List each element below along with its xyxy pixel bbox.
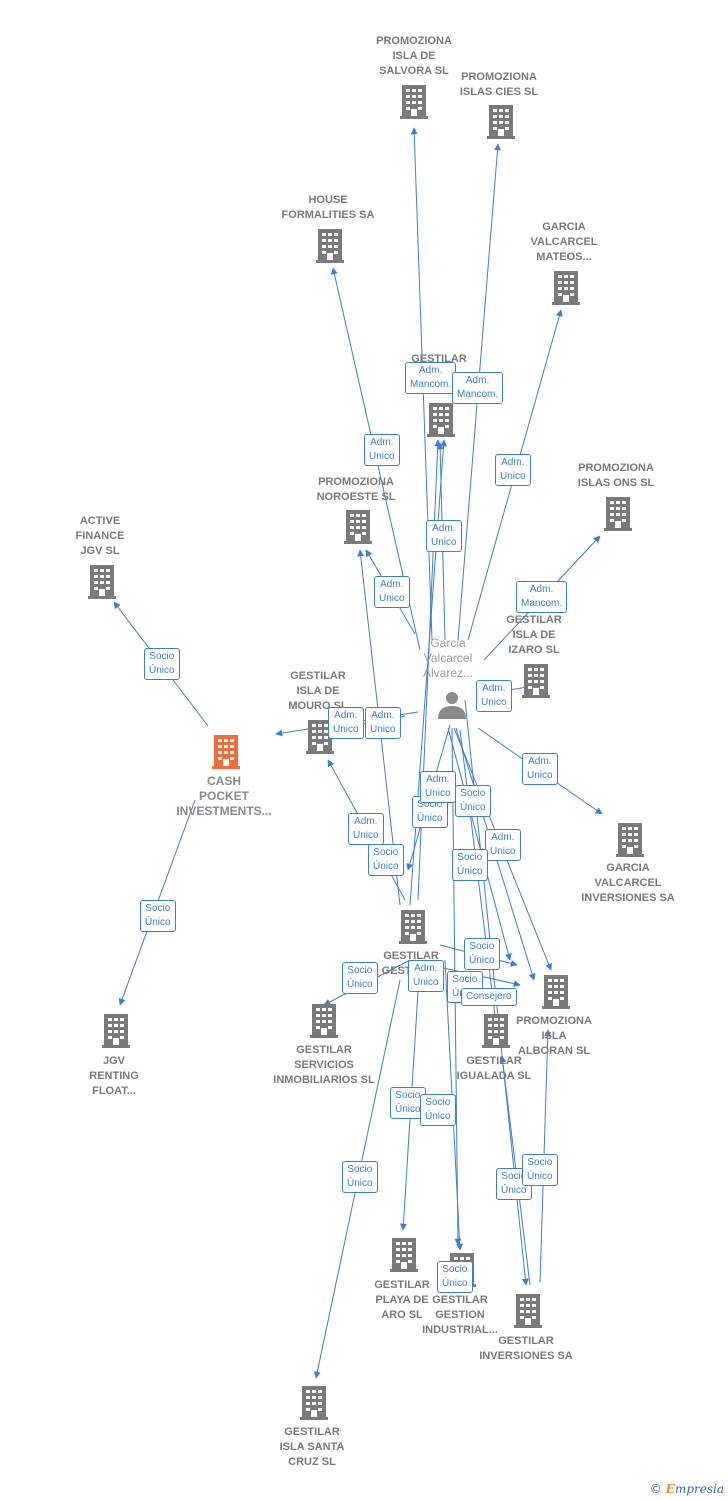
edge-role-label[interactable]: Adm. Unico <box>522 753 558 785</box>
node-label-playa[interactable]: GESTILAR PLAYA DE ARO SL <box>374 1279 430 1321</box>
edge-role-label[interactable]: Adm. Unico <box>348 813 384 845</box>
building-icon[interactable] <box>212 735 240 769</box>
node-label-gv_inv[interactable]: GARCIA VALCARCEL INVERSIONES SA <box>581 862 675 904</box>
edge-role-label[interactable]: Adm. Unico <box>426 520 462 552</box>
edge-role-label[interactable]: Socio Único <box>368 844 404 876</box>
footer-brand[interactable]: ©Empresia <box>650 1482 724 1496</box>
node-label-active[interactable]: ACTIVE FINANCE JGV SL <box>75 515 125 557</box>
edge-role-label[interactable]: Socio Único <box>455 785 491 817</box>
building-icon[interactable] <box>542 975 570 1009</box>
node-label-industrial[interactable]: GESTILAR GESTION INDUSTRIAL... <box>422 1294 498 1336</box>
building-icon[interactable] <box>427 403 455 437</box>
node-label-person[interactable]: Garcia Valcarcel Alvarez... <box>422 636 473 680</box>
node-label-house[interactable]: HOUSE FORMALITIES SA <box>281 194 375 221</box>
node-label-servicios[interactable]: GESTILAR SERVICIOS INMOBILIARIOS SL <box>273 1044 375 1086</box>
edge-line <box>447 727 512 961</box>
building-icon[interactable] <box>616 823 644 857</box>
node-label-mouro[interactable]: GESTILAR ISLA DE MOURO SL <box>288 670 348 712</box>
edge-role-label[interactable]: Adm. Mancom. <box>452 372 504 404</box>
node-label-noroeste[interactable]: PROMOZIONA NOROESTE SL <box>316 476 396 503</box>
edge-role-label[interactable]: Adm. Unico <box>476 680 512 712</box>
edge-role-label[interactable]: Consejero <box>461 988 517 1006</box>
edge-role-label[interactable]: Adm. Unico <box>365 707 401 739</box>
edge-role-label[interactable]: Socio Único <box>437 1261 473 1293</box>
node-label-santacruz[interactable]: GESTILAR ISLA SANTA CRUZ SL <box>279 1426 345 1468</box>
edge-role-label[interactable]: Adm. Unico <box>328 707 364 739</box>
node-label-inversiones[interactable]: GESTILAR INVERSIONES SA <box>479 1335 573 1362</box>
building-icon[interactable] <box>390 1238 418 1272</box>
node-label-salvora[interactable]: PROMOZIONA ISLA DE SALVORA SL <box>376 35 452 77</box>
edge-role-label[interactable]: Socio Único <box>342 1161 378 1193</box>
node-label-alboran[interactable]: PROMOZIONA ISLA ALBORAN SL <box>516 1015 592 1057</box>
edge-role-label[interactable]: Socio Único <box>144 648 180 680</box>
building-icon[interactable] <box>300 1386 328 1420</box>
person-icon[interactable] <box>438 692 466 719</box>
node-label-mateos[interactable]: GARCIA VALCARCEL MATEOS... <box>530 221 598 263</box>
building-icon[interactable] <box>310 1004 338 1038</box>
building-icon[interactable] <box>522 664 550 698</box>
edge-role-label[interactable]: Adm. Unico <box>374 576 410 608</box>
node-label-izaro[interactable]: GESTILAR ISLA DE IZARO SL <box>506 614 562 656</box>
brand-initial: E <box>665 1482 675 1496</box>
node-label-igualada[interactable]: GESTILAR IGUALADA SL <box>456 1055 532 1082</box>
building-icon[interactable] <box>316 229 344 263</box>
brand-name: mpresia <box>674 1482 724 1496</box>
building-icon[interactable] <box>552 271 580 305</box>
node-label-jgv[interactable]: JGV RENTING FLOAT... <box>89 1055 139 1097</box>
building-icon[interactable] <box>88 565 116 599</box>
edge-role-label[interactable]: Adm. Unico <box>364 434 400 466</box>
edge-role-label[interactable]: Adm. Mancom. <box>405 362 457 394</box>
copyright-symbol: © <box>649 1482 662 1496</box>
edge-role-label[interactable]: Adm. Unico <box>485 829 521 861</box>
edge-role-label[interactable]: Adm. Mancom. <box>516 581 568 613</box>
node-label-ons[interactable]: PROMOZIONA ISLAS ONS SL <box>577 462 655 489</box>
edge-role-label[interactable]: Socio Único <box>420 1094 456 1126</box>
node-label-cash[interactable]: CASH POCKET INVESTMENTS... <box>176 774 272 818</box>
building-icon[interactable] <box>604 497 632 531</box>
edge-role-label[interactable]: Adm. Unico <box>420 771 456 803</box>
building-icon[interactable] <box>399 910 427 944</box>
edge-role-label[interactable]: Socio Único <box>342 962 378 994</box>
edge-role-label[interactable]: Socio Único <box>452 849 488 881</box>
building-icon[interactable] <box>102 1014 130 1048</box>
building-icon[interactable] <box>487 105 515 139</box>
node-icons <box>88 85 644 1420</box>
node-label-cies[interactable]: PROMOZIONA ISLAS CIES SL <box>459 71 539 98</box>
edge-role-label[interactable]: Socio Único <box>464 938 500 970</box>
edge-role-label[interactable]: Adm. Unico <box>408 960 444 992</box>
edge-role-label[interactable]: Socio Único <box>390 1087 426 1119</box>
edge-role-label[interactable]: Socio Único <box>140 900 176 932</box>
edge-role-label[interactable]: Adm. Unico <box>495 454 531 486</box>
building-icon[interactable] <box>344 510 372 544</box>
edge-role-label[interactable]: Socio Único <box>522 1154 558 1186</box>
building-icon[interactable] <box>400 85 428 119</box>
